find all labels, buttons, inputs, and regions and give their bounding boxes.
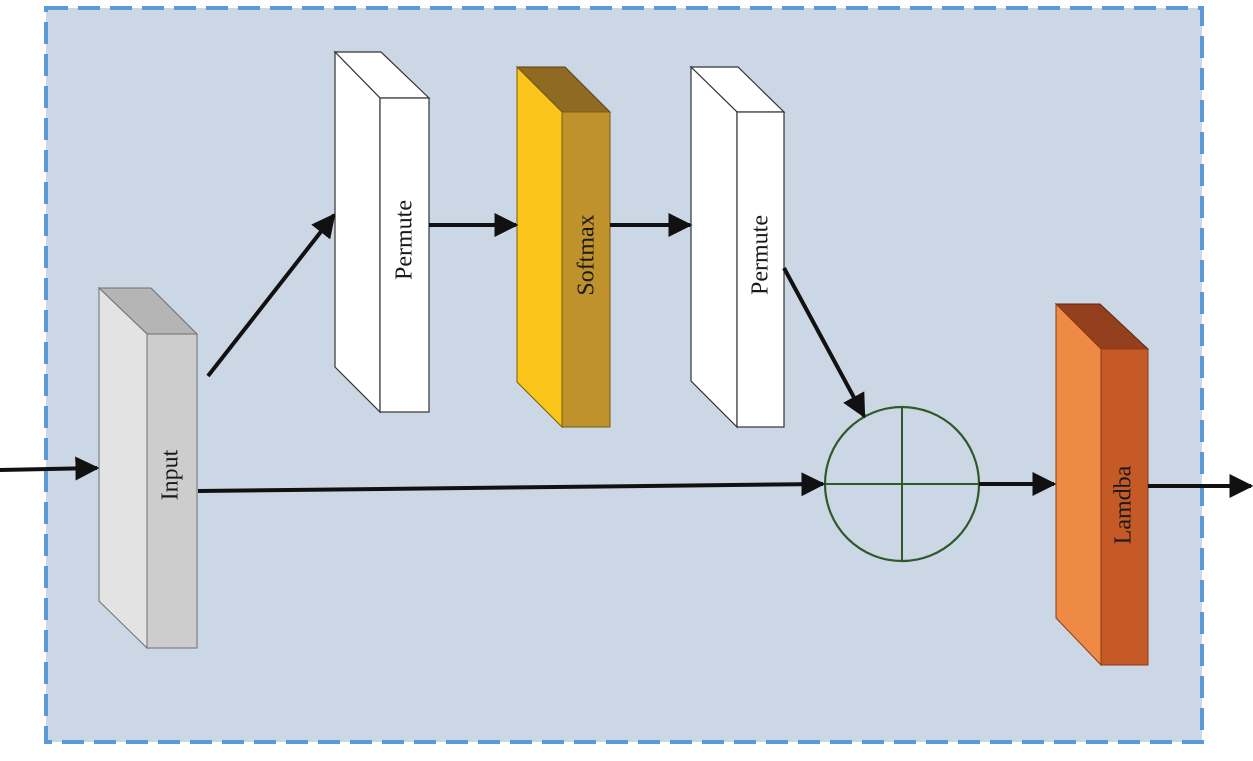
softmax-block-side bbox=[561, 111, 611, 428]
lambda-block-side bbox=[1100, 348, 1149, 666]
softmax-block-label: Softmax bbox=[574, 214, 600, 295]
permute-block-1-side bbox=[379, 97, 430, 413]
lambda-block: Lamdba bbox=[1054, 302, 1150, 667]
permute-block-1: Permute bbox=[333, 50, 431, 414]
module-panel bbox=[44, 6, 1204, 744]
arrow-permute-2-to-add bbox=[782, 267, 866, 419]
input-block-label: Input bbox=[158, 449, 184, 500]
permute-block-1-face bbox=[334, 50, 381, 414]
softmax-block: Softmax bbox=[515, 65, 612, 429]
permute-block-2: Permute bbox=[689, 65, 786, 429]
arrow-input-to-permute-1 bbox=[206, 213, 336, 378]
input-block-face bbox=[98, 286, 148, 650]
permute-block-2-face bbox=[690, 65, 738, 429]
permute-block-2-label: Permute bbox=[748, 215, 774, 295]
input-block: Input bbox=[97, 286, 199, 650]
lambda-block-label: Lamdba bbox=[1111, 465, 1137, 544]
connection-arrows bbox=[0, 213, 1253, 498]
lambda-block-face bbox=[1055, 302, 1102, 667]
arrow-input-to-add bbox=[197, 472, 826, 497]
softmax-block-face bbox=[516, 65, 563, 429]
permute-block-1-label: Permute bbox=[392, 200, 418, 280]
arrow-incoming bbox=[0, 456, 100, 481]
add-operator bbox=[823, 405, 981, 563]
input-block-side bbox=[146, 333, 198, 649]
